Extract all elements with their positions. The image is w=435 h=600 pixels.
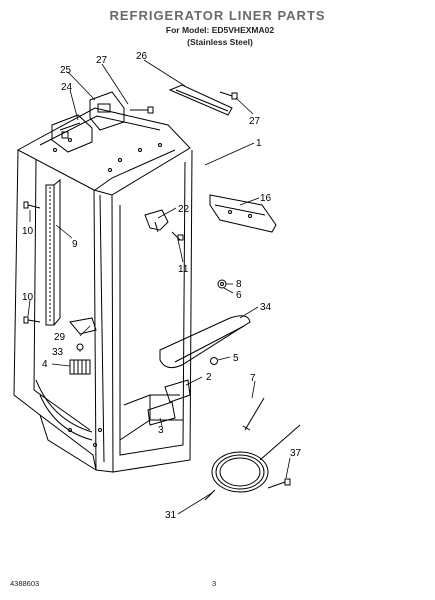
screw-10-upper: [23, 201, 41, 209]
model-number: For Model: ED5VHEXMA02: [165, 25, 275, 35]
liner-shell: [13, 107, 193, 473]
callout-24: 24: [61, 82, 73, 93]
cover-34: [159, 315, 251, 369]
wire-harness-31: [204, 424, 301, 501]
callout-6: 6: [236, 290, 242, 301]
screw-27-left: [130, 106, 154, 114]
leader-lines: [27, 59, 291, 515]
screw-11: [171, 231, 184, 241]
bracket-24: [51, 114, 93, 153]
finish-label: (Stainless Steel): [187, 37, 253, 47]
callout-16: 16: [260, 193, 272, 204]
callout-11: 11: [178, 264, 189, 275]
callout-22: 22: [178, 204, 190, 215]
callout-3: 3: [158, 425, 164, 436]
callout-27-right: 27: [249, 116, 261, 127]
callout-10-lower: 10: [22, 292, 34, 303]
page-number: 3: [212, 579, 217, 588]
screw-37: [267, 478, 291, 489]
callout-33: 33: [52, 347, 64, 358]
clip-22: [144, 209, 169, 233]
plate-3: [147, 401, 176, 426]
diagram-title: REFRIGERATOR LINER PARTS: [109, 8, 326, 23]
callout-26: 26: [136, 51, 148, 62]
callout-27-top: 27: [96, 55, 108, 66]
callout-25: 25: [60, 65, 72, 76]
callout-7: 7: [250, 373, 256, 384]
bracket-25: [89, 91, 125, 131]
callout-10-upper: 10: [22, 226, 34, 237]
part-4-clip: [69, 359, 91, 375]
callout-2: 2: [206, 372, 212, 383]
nut-5: [210, 357, 218, 365]
bracket-2: [164, 379, 191, 403]
screw-10-lower: [23, 316, 41, 324]
document-number: 4388603: [10, 579, 40, 588]
callout-31: 31: [165, 510, 177, 521]
callout-9: 9: [72, 239, 78, 250]
callout-34: 34: [260, 302, 272, 313]
callout-1: 1: [256, 138, 262, 149]
screw-27-right: [219, 91, 238, 100]
callout-4: 4: [42, 359, 48, 370]
callout-labels: 25 27 26 24 27 1 16 22 10 9 11 8 6 10 34…: [22, 51, 302, 521]
trim-26: [168, 84, 233, 116]
part-33: [76, 343, 84, 351]
callout-37: 37: [290, 448, 302, 459]
callout-5: 5: [233, 353, 239, 364]
bracket-16: [209, 194, 277, 233]
fastener-7: [242, 397, 265, 431]
part-29: [69, 317, 97, 335]
callout-8: 8: [236, 279, 242, 290]
grommet-8: [217, 279, 227, 289]
callout-29: 29: [54, 332, 66, 343]
